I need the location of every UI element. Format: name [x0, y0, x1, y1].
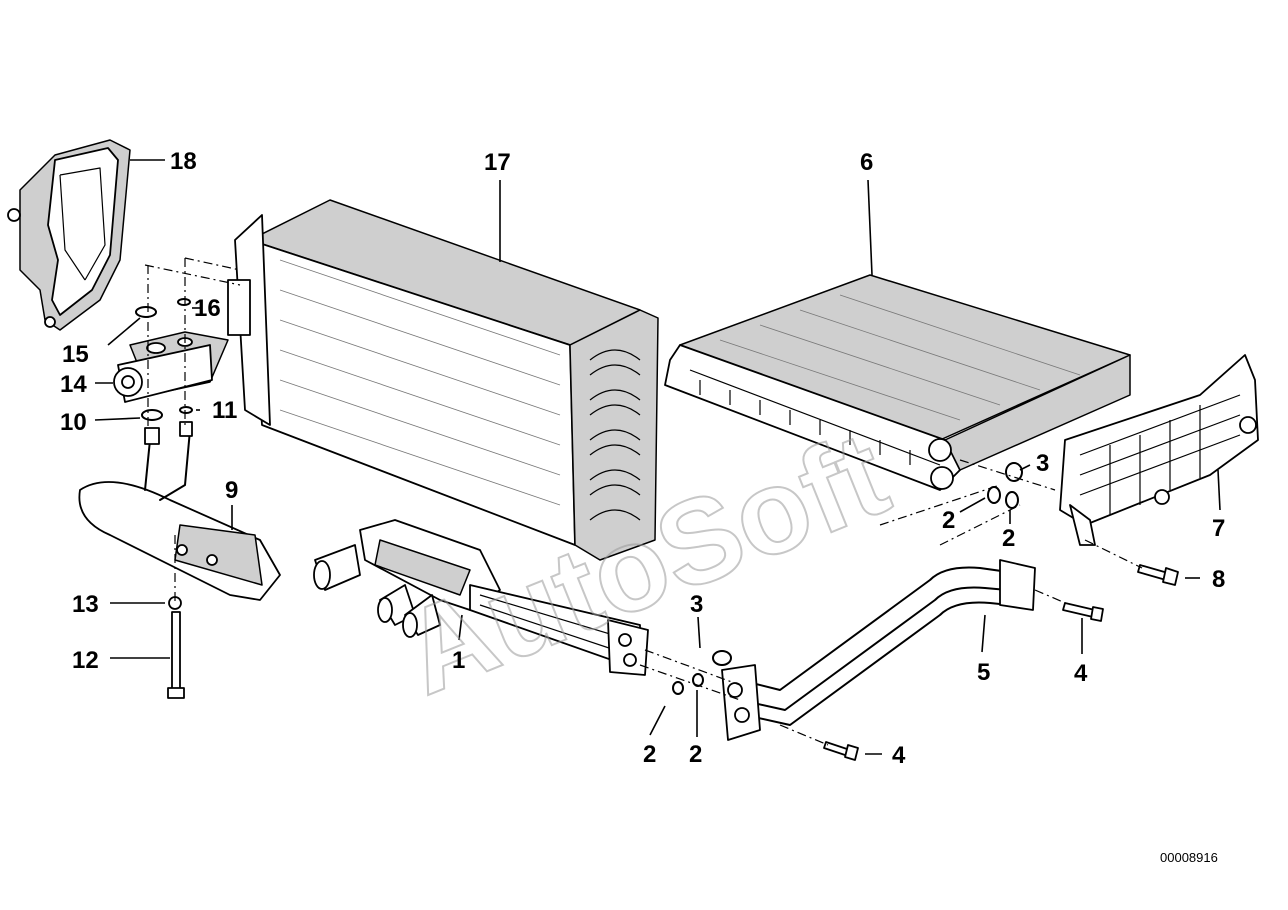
- label-10: 10: [60, 409, 87, 436]
- label-6: 6: [860, 149, 873, 176]
- label-3-lower: 3: [690, 591, 703, 618]
- part-2-seal-lower-a: [672, 681, 684, 695]
- label-2-lower-b: 2: [689, 741, 702, 768]
- part-2-seal-right-b: [1005, 491, 1019, 509]
- part-14-expansion-valve: [113, 331, 229, 403]
- label-2-lower-a: 2: [643, 741, 656, 768]
- part-4-bolt-lower: [823, 741, 859, 761]
- label-2-right-b: 2: [1002, 525, 1015, 552]
- part-7-bracket: [1059, 354, 1259, 546]
- label-3-right: 3: [1036, 450, 1049, 477]
- part-16-seal: [177, 298, 191, 306]
- part-2-seal-lower-b: [692, 673, 704, 687]
- label-7: 7: [1212, 515, 1225, 542]
- label-15: 15: [62, 341, 89, 368]
- part-1-pipe: [313, 519, 649, 676]
- part-4-bolt-upper: [1062, 602, 1104, 622]
- part-2-seal-right-a: [987, 486, 1001, 504]
- label-11: 11: [212, 397, 237, 424]
- label-1: 1: [452, 647, 465, 674]
- label-4-lower: 4: [892, 742, 906, 769]
- label-5: 5: [977, 659, 990, 686]
- part-3-seal-right: [1005, 462, 1023, 482]
- part-15-seal: [135, 306, 157, 318]
- part-11-seal: [179, 406, 193, 414]
- label-16: 16: [194, 295, 221, 322]
- label-14: 14: [60, 371, 87, 398]
- part-5-pipe: [721, 559, 1036, 741]
- part-12-bolt: [167, 611, 185, 699]
- part-10-seal: [141, 409, 163, 421]
- label-9: 9: [225, 477, 238, 504]
- part-6-heater-core: [664, 274, 1131, 491]
- part-18-cover: [7, 139, 131, 331]
- drawing-id: 00008916: [1160, 850, 1218, 865]
- label-17: 17: [484, 149, 511, 176]
- label-4-upper: 4: [1074, 660, 1088, 687]
- label-18: 18: [170, 148, 197, 175]
- part-17-evaporator: [227, 199, 659, 561]
- label-2-right-a: 2: [942, 507, 955, 534]
- part-9-pipe: [78, 421, 281, 601]
- label-13: 13: [72, 591, 99, 618]
- part-labels: 18 17 6 16 15 14 10 11 9 13 12 1 3 2 2 5…: [60, 148, 1225, 769]
- label-12: 12: [72, 647, 99, 674]
- part-3-seal-lower: [712, 650, 732, 666]
- label-8: 8: [1212, 566, 1225, 593]
- part-8-bolt: [1137, 564, 1179, 586]
- alignment-lines: [144, 257, 1143, 746]
- leader-lines: [94, 159, 1221, 755]
